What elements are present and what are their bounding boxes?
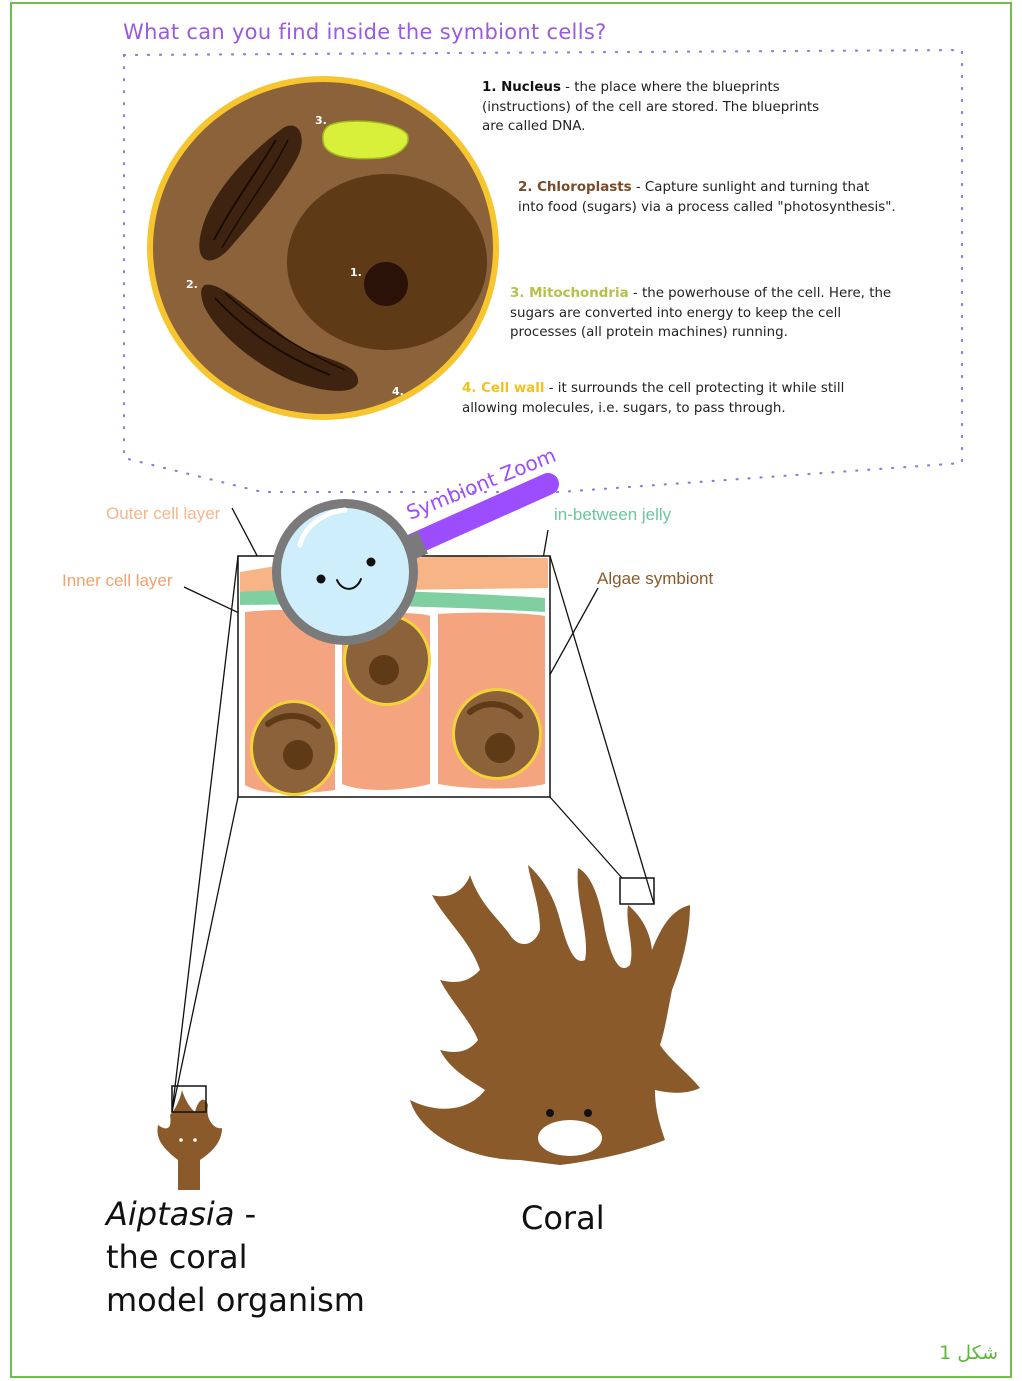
description-chloroplasts: 2. Chloroplasts - Capture sunlight and t… [518,178,898,217]
cell-number-3: 3. [315,114,327,127]
cell-number-1: 1. [350,266,362,279]
aiptasia-name: Aiptasia [106,1195,234,1233]
coral-illustration [410,865,700,1165]
cell-number-4: 4. [392,385,404,398]
nucleolus [364,262,408,306]
label-coral: Coral [521,1199,605,1237]
label-outer-cell-layer: Outer cell layer [106,504,220,524]
label-aiptasia: Aiptasia - the coral model organism [106,1193,365,1322]
part-name-nucleus: 1. Nucleus [482,80,561,95]
nucleus [287,174,487,350]
page-title: What can you find inside the symbiont ce… [123,20,607,44]
aiptasia-line-3: model organism [106,1281,365,1319]
description-nucleus: 1. Nucleus - the place where the bluepri… [482,78,842,137]
symbiont-cell-diagram: 1. 2. 3. 4. [147,76,499,420]
part-name-chloroplasts: 2. Chloroplasts [518,180,632,195]
cell-number-2: 2. [186,278,198,291]
label-inner-cell-layer: Inner cell layer [62,571,173,591]
description-mitochondria: 3. Mitochondria - the powerhouse of the … [510,284,900,343]
figure-caption: شكل 1 [939,1342,998,1364]
part-name-cell-wall: 4. Cell wall [462,381,544,396]
aiptasia-dash: - [234,1195,256,1233]
aiptasia-illustration [157,1086,222,1190]
label-algae-symbiont: Algae symbiont [597,569,713,589]
part-name-mitochondria: 3. Mitochondria [510,286,629,301]
aiptasia-line-2: the coral [106,1238,248,1276]
description-cell-wall: 4. Cell wall - it surrounds the cell pro… [462,379,862,418]
mitochondrion [323,121,408,159]
label-in-between-jelly: in-between jelly [554,505,671,525]
